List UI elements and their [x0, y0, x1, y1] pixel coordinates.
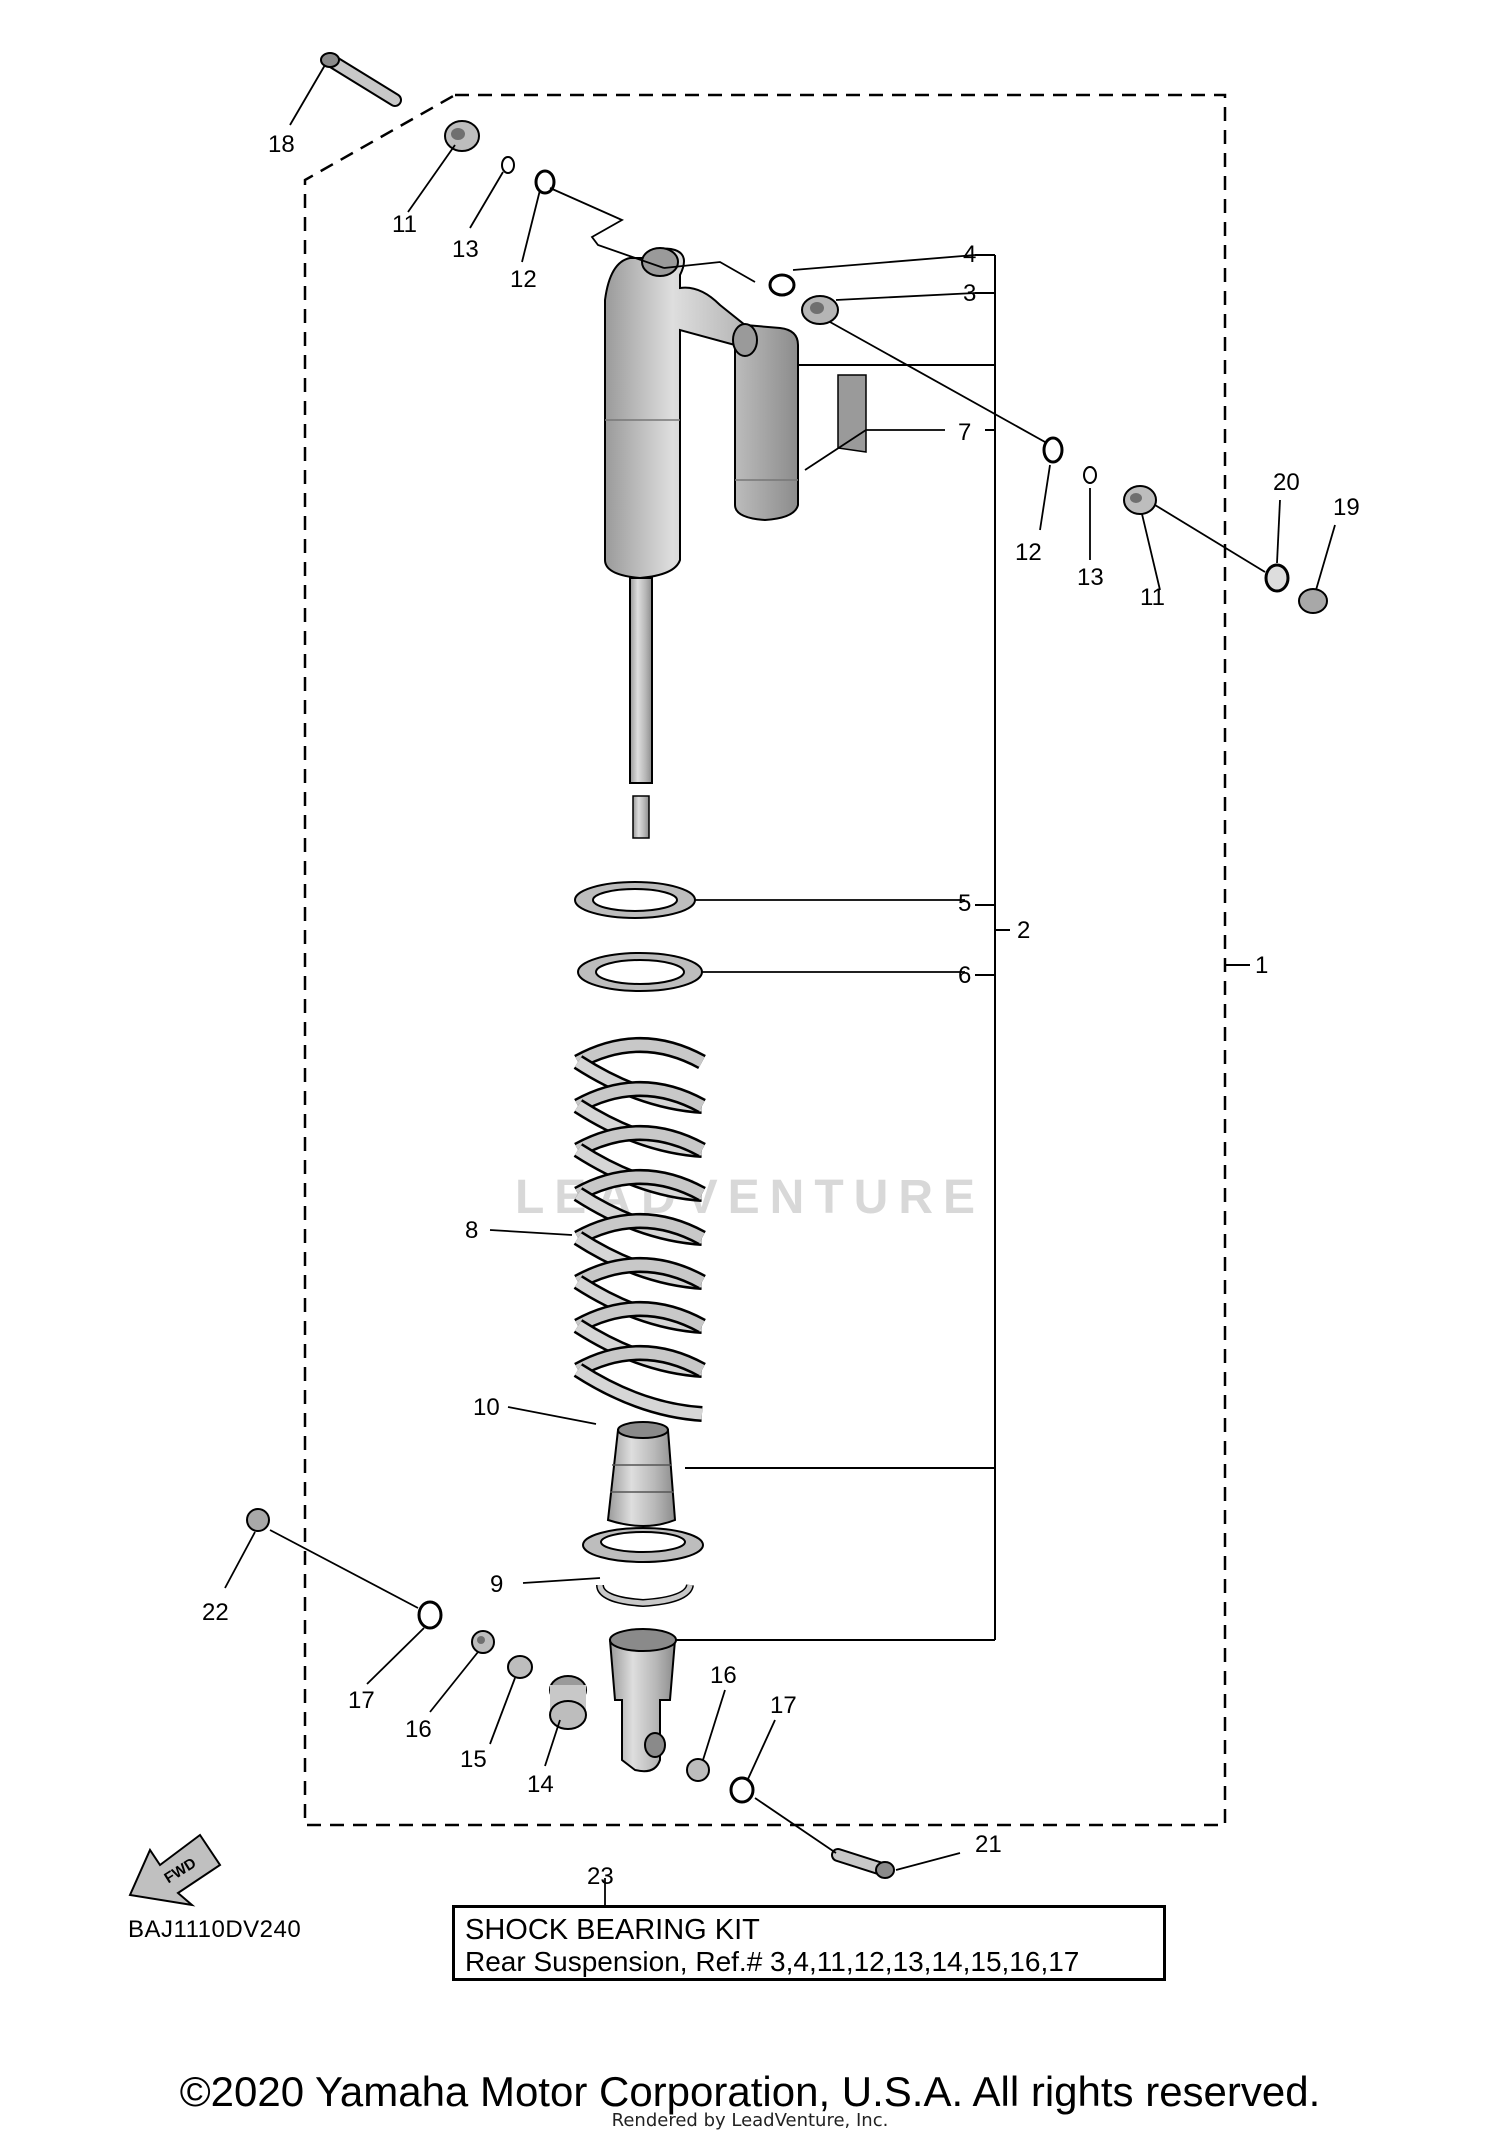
assembly-boundary [303, 93, 1227, 1827]
kit-title: SHOCK BEARING KIT [465, 1914, 760, 1946]
washer-17-left [417, 1600, 443, 1630]
ref-16-left: 16 [405, 1716, 432, 1743]
spring-coil-back [575, 1171, 705, 1199]
bump-stopper [606, 1421, 677, 1527]
spring-coil-back [575, 1347, 705, 1375]
kit-description: Rear Suspension, Ref.# 3,4,11,12,13,14,1… [465, 1946, 1080, 1977]
ref-9: 9 [490, 1571, 503, 1598]
ref-23: 23 [587, 1863, 614, 1890]
nut-22 [246, 1508, 270, 1532]
bolt-21 [831, 1848, 895, 1879]
spring-seat-10 [582, 1527, 704, 1563]
kit-box[interactable]: SHOCK BEARING KIT Rear Suspension, Ref.#… [452, 1905, 1166, 1981]
ref-20: 20 [1273, 469, 1300, 496]
bushing-3 [801, 295, 839, 325]
ref-12-right: 12 [1015, 539, 1042, 566]
spring-8 [573, 1037, 706, 1422]
ref-22: 22 [202, 1599, 229, 1626]
ref-8: 8 [465, 1217, 478, 1244]
bushing-14 [549, 1675, 587, 1730]
ref-13-top: 13 [452, 236, 479, 263]
washer-12-right [1042, 436, 1064, 464]
ref-14: 14 [527, 1771, 554, 1798]
nut-19 [1298, 588, 1328, 614]
ref-19: 19 [1333, 494, 1360, 521]
ref-18: 18 [268, 131, 295, 158]
ref-5: 5 [958, 890, 971, 917]
oring-13-right [1083, 466, 1097, 484]
lower-clevis [608, 1628, 677, 1773]
circlip-4 [768, 273, 796, 297]
ref-11-right: 11 [1140, 584, 1165, 611]
spring-coil-front [575, 1365, 703, 1420]
ref-15: 15 [460, 1746, 487, 1773]
oring-13-top [501, 156, 515, 174]
ref-6: 6 [958, 962, 971, 989]
washer-20 [1264, 563, 1290, 593]
ref-2: 2 [1017, 917, 1030, 944]
leader-lines [224, 64, 1336, 1905]
collar-16-left [471, 1630, 495, 1654]
bolt-18 [320, 52, 402, 107]
collar-11-right [1123, 485, 1157, 515]
rendered-by: Rendered by LeadVenture, Inc. [611, 2110, 889, 2131]
ref-numbers: 4 3 7 5 6 2 1 18 11 13 12 12 13 11 20 19… [202, 131, 1360, 1858]
spring-coil-back [575, 1303, 705, 1331]
label-sticker-7 [837, 374, 867, 453]
ref-3: 3 [963, 280, 976, 307]
shock-absorber-body [604, 247, 799, 839]
ref-16-right: 16 [710, 1662, 737, 1689]
collar-15 [507, 1655, 533, 1679]
spring-coil-back [575, 1259, 705, 1287]
washer-12-top [534, 169, 556, 195]
ref-1: 1 [1255, 952, 1268, 979]
ring-nut-6 [577, 952, 703, 992]
ref-10: 10 [473, 1394, 500, 1421]
collar-16-right [686, 1758, 710, 1782]
ref-21: 21 [975, 1831, 1002, 1858]
spring-coil-back [575, 1083, 705, 1111]
spring-coil-back [575, 1039, 705, 1067]
spring-coil-back [575, 1127, 705, 1155]
stopper-ring-9 [596, 1583, 694, 1608]
fwd-arrow-icon: FWD [128, 1833, 222, 1907]
ref-13-right: 13 [1077, 564, 1104, 591]
ref-11-top: 11 [392, 211, 417, 238]
ref-4: 4 [963, 241, 976, 268]
ref-17-right: 17 [770, 1692, 797, 1719]
ring-nut-5 [574, 881, 696, 919]
ref-17-left: 17 [348, 1687, 375, 1714]
drawing-code: BAJ1110DV240 [128, 1916, 302, 1943]
bracket-ref-2 [670, 254, 1010, 1641]
ref-12-top: 12 [510, 266, 537, 293]
washer-17-right [729, 1776, 755, 1804]
ref-7: 7 [958, 419, 971, 446]
collar-11-top [444, 120, 480, 152]
copyright: ©2020 Yamaha Motor Corporation, U.S.A. A… [179, 2068, 1321, 2115]
spring-coil-back [575, 1215, 705, 1243]
